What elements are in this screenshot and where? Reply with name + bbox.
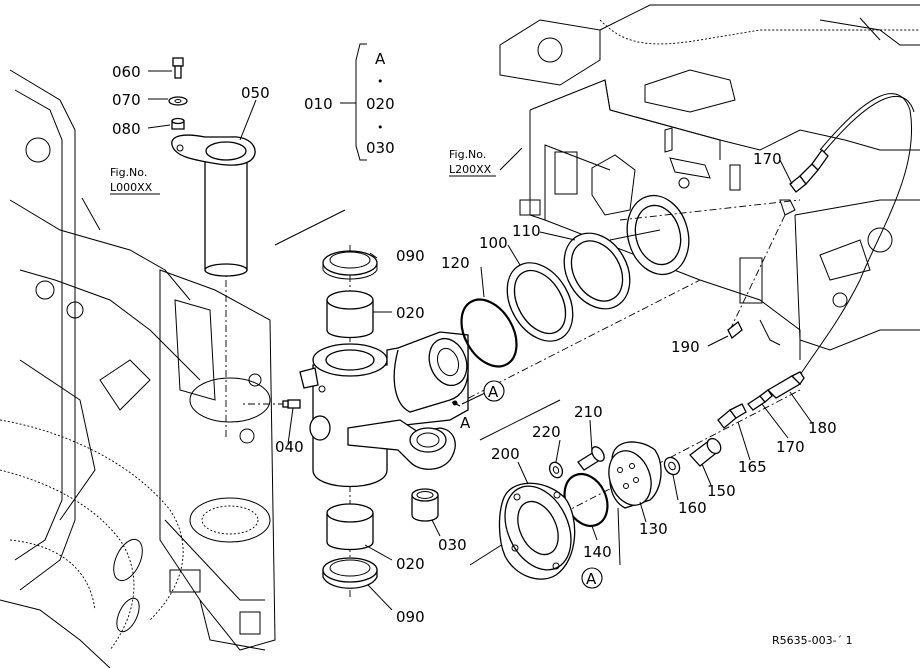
callout-090-bottom: 090 bbox=[396, 608, 425, 626]
callout-130: 130 bbox=[639, 520, 668, 538]
callout-160: 160 bbox=[678, 499, 707, 517]
part-110-seal bbox=[563, 232, 631, 310]
fig-ref-right-line1: Fig.No. bbox=[449, 148, 486, 161]
part-180-hose-fitting bbox=[766, 371, 805, 399]
part-070-washer bbox=[168, 96, 188, 106]
part-170-fitting-bottom bbox=[747, 389, 773, 411]
drawing-number: R5635-003-´ 1 bbox=[772, 634, 853, 647]
part-090-seal-top bbox=[322, 250, 378, 280]
callout-030: 030 bbox=[438, 536, 467, 554]
part-190-fitting bbox=[727, 320, 743, 340]
callout-060: 060 bbox=[112, 63, 141, 81]
part-220-washer bbox=[548, 461, 564, 479]
part-210-bolt bbox=[577, 446, 605, 471]
ref-mark-a-plain: A bbox=[460, 414, 471, 432]
callout-220: 220 bbox=[532, 423, 561, 441]
part-050-pin bbox=[171, 134, 256, 277]
assembly-bracket bbox=[340, 43, 367, 161]
part-100-ring bbox=[506, 262, 574, 342]
callout-070: 070 bbox=[112, 91, 141, 109]
left-frame-ghost bbox=[0, 69, 276, 668]
assembly-parent-010: 010 bbox=[304, 95, 333, 113]
callout-170-top: 170 bbox=[753, 150, 782, 168]
callout-050: 050 bbox=[241, 84, 270, 102]
ref-mark-a-mid: A bbox=[483, 380, 505, 402]
part-130-cap bbox=[608, 441, 662, 509]
part-090-seal-bottom bbox=[322, 557, 378, 589]
part-160-washer bbox=[663, 456, 681, 476]
kingpin-housing bbox=[299, 331, 469, 488]
callout-040: 040 bbox=[275, 438, 304, 456]
part-020-bushing-bottom bbox=[326, 503, 374, 551]
part-060-bolt bbox=[172, 57, 184, 79]
callout-090-top: 090 bbox=[396, 247, 425, 265]
part-170-fitting-top bbox=[789, 148, 829, 193]
ref-mark-a-low: A bbox=[581, 567, 603, 589]
callout-165: 165 bbox=[738, 458, 767, 476]
callout-150: 150 bbox=[707, 482, 736, 500]
callout-020-top: 020 bbox=[396, 304, 425, 322]
part-200-flange bbox=[498, 482, 576, 580]
part-150-bolt bbox=[689, 437, 722, 467]
part-030-bushing bbox=[411, 488, 439, 522]
part-020-bushing-top bbox=[326, 290, 374, 339]
leader-lines bbox=[81, 70, 813, 611]
callout-120: 120 bbox=[441, 254, 470, 272]
callout-020-bottom: 020 bbox=[396, 555, 425, 573]
assembly-dot-1: • bbox=[377, 75, 384, 88]
part-165-fitting bbox=[717, 403, 747, 429]
fig-ref-left-line2: L000XX bbox=[110, 181, 153, 194]
callout-080: 080 bbox=[112, 120, 141, 138]
callout-210: 210 bbox=[574, 403, 603, 421]
svg-text:A: A bbox=[586, 570, 597, 588]
assembly-item-a: A bbox=[375, 50, 386, 68]
right-frame-ghost bbox=[499, 4, 920, 360]
assembly-item-030: 030 bbox=[366, 139, 395, 157]
callout-110: 110 bbox=[512, 222, 541, 240]
fig-ref-left-line1: Fig.No. bbox=[110, 166, 147, 179]
callout-170-bottom: 170 bbox=[776, 438, 805, 456]
assembly-item-020: 020 bbox=[366, 95, 395, 113]
svg-text:A: A bbox=[488, 383, 499, 401]
part-080-nut bbox=[171, 117, 185, 130]
callout-180: 180 bbox=[808, 419, 837, 437]
hydraulic-hose bbox=[799, 93, 912, 376]
part-120-o-ring bbox=[460, 298, 518, 368]
fig-ref-right-line2: L200XX bbox=[449, 163, 492, 176]
callout-200: 200 bbox=[491, 445, 520, 463]
part-040-grease-nipple bbox=[282, 399, 301, 409]
assembly-dot-2: • bbox=[377, 121, 384, 134]
callout-190: 190 bbox=[671, 338, 700, 356]
callout-140: 140 bbox=[583, 543, 612, 561]
ref-point-dot bbox=[452, 400, 458, 406]
callout-100: 100 bbox=[479, 234, 508, 252]
